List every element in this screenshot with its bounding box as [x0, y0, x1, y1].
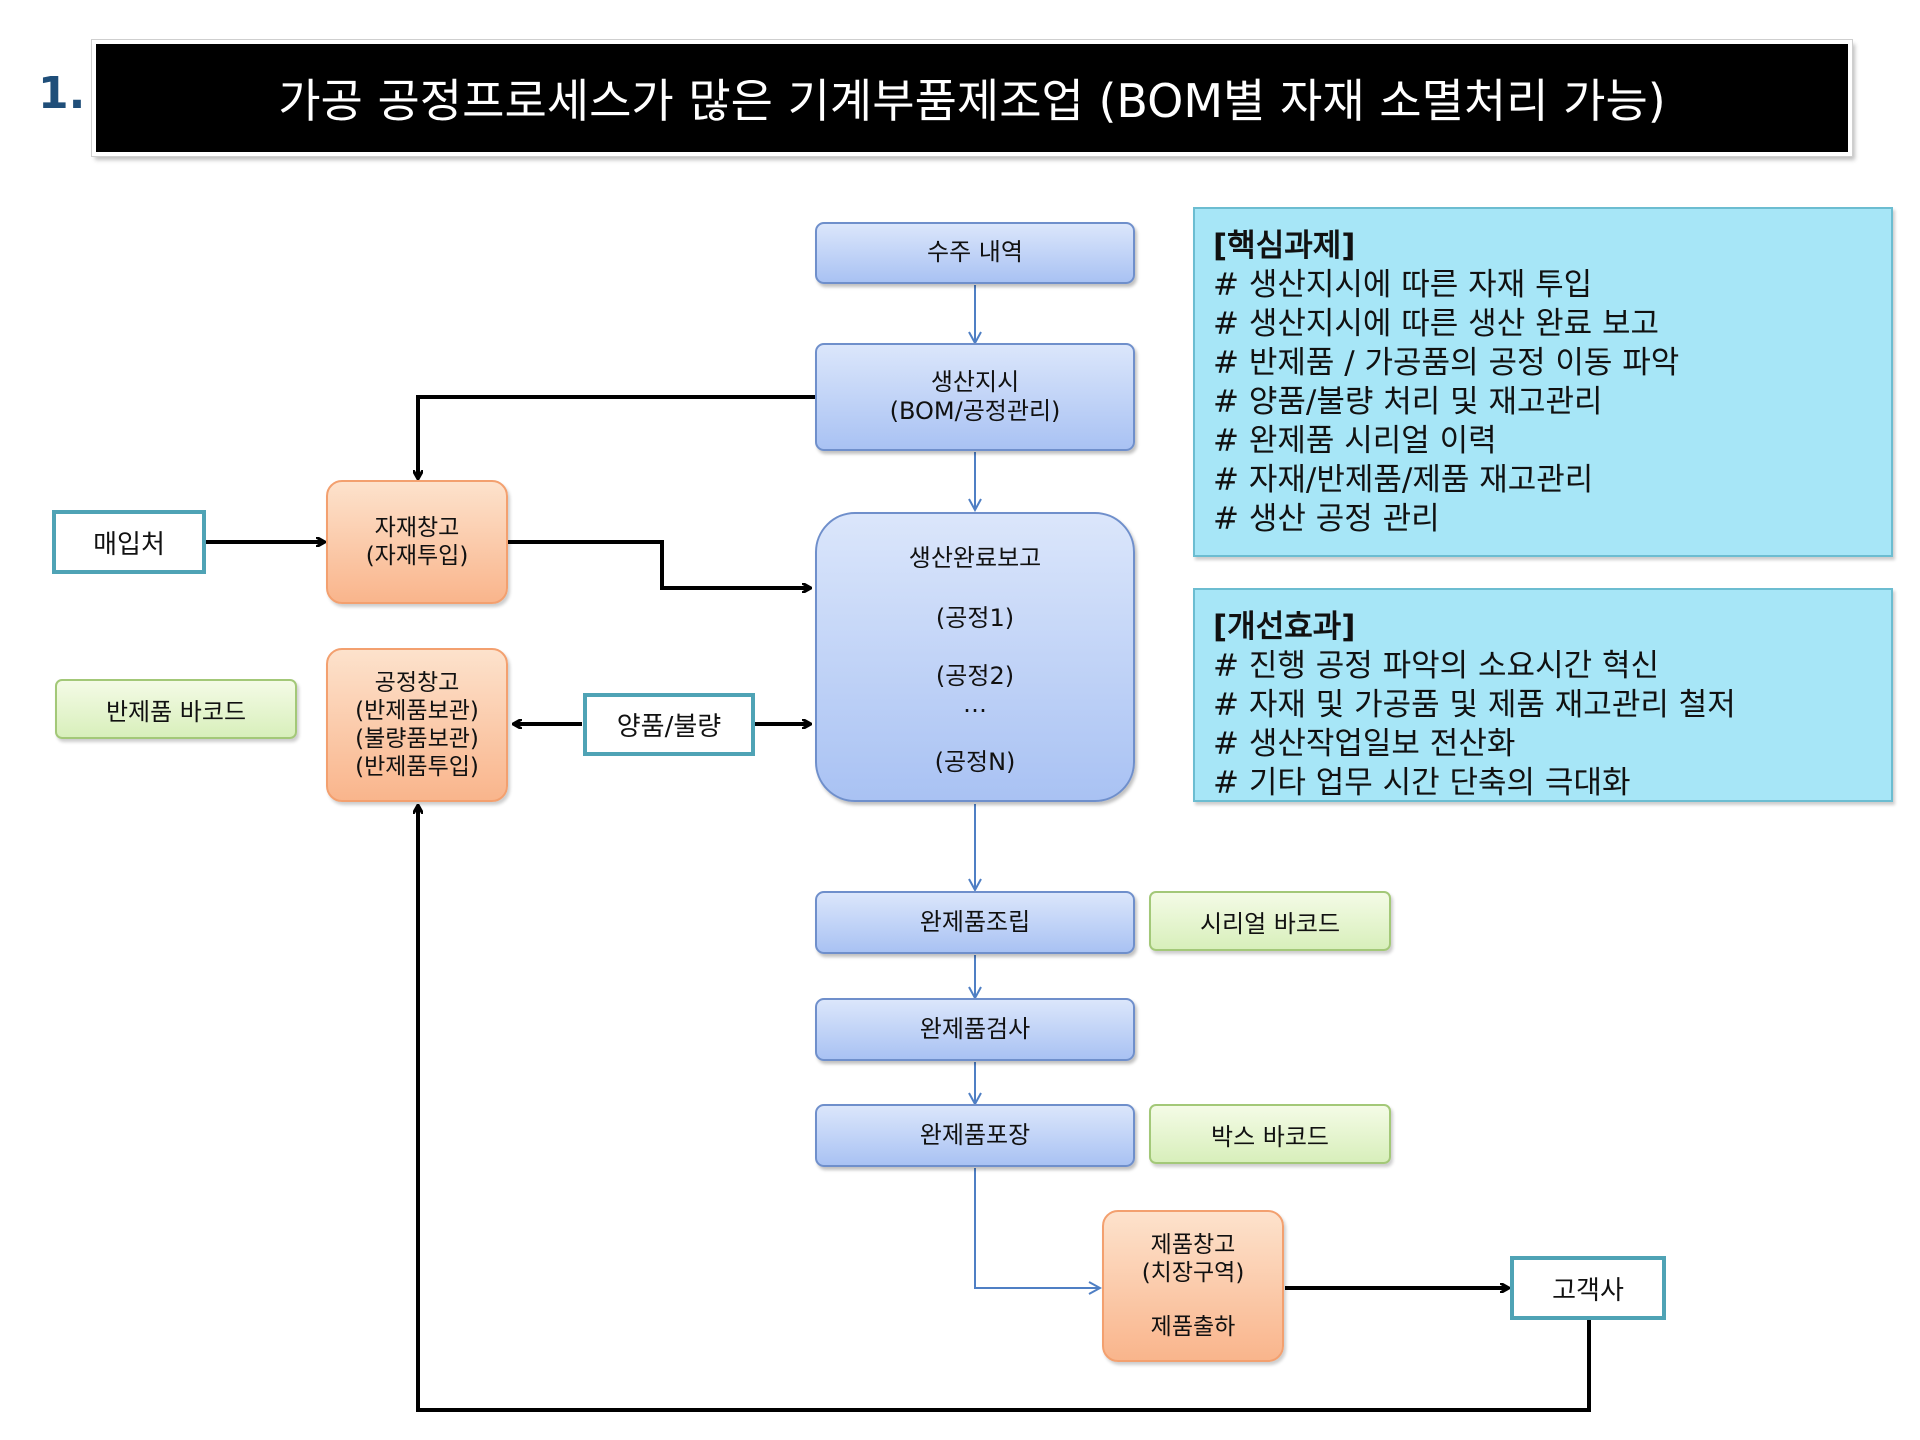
material-warehouse-sub: (자재투입)	[365, 543, 469, 569]
key-task-item: # 생산지시에 따른 자재 투입	[1213, 267, 1593, 304]
inspection-box: 완제품검사	[815, 998, 1135, 1061]
customer-box: 고객사	[1510, 1256, 1666, 1320]
effect-item: # 진행 공정 파악의 소요시간 혁신	[1213, 648, 1660, 685]
key-tasks-title: [핵심과제]	[1213, 228, 1356, 264]
process-step-n: (공정N)	[934, 748, 1016, 776]
product-warehouse-box: 제품창고 (치장구역) 제품출하	[1102, 1210, 1284, 1362]
page-title: 가공 공정프로세스가 많은 기계부품제조업 (BOM별 자재 소멸처리 가능)	[91, 39, 1853, 157]
material-warehouse-box: 자재창고 (자재투입)	[326, 480, 508, 604]
key-task-item: # 자재/반제품/제품 재고관리	[1213, 462, 1594, 499]
completion-report-box: 생산완료보고 (공정1) (공정2) … (공정N)	[815, 512, 1135, 802]
key-task-item: # 완제품 시리얼 이력	[1213, 423, 1497, 460]
production-order-box: 생산지시 (BOM/공정관리)	[815, 343, 1135, 451]
semi-product-barcode: 반제품 바코드	[55, 679, 297, 739]
production-order-sub: (BOM/공정관리)	[889, 397, 1061, 425]
product-warehouse-label: 제품창고	[1150, 1231, 1236, 1258]
good-bad-box: 양품/불량	[583, 693, 755, 756]
arrow-packing-to-product-warehouse	[974, 1168, 1100, 1288]
effects-panel: [개선효과] # 진행 공정 파악의 소요시간 혁신 # 자재 및 가공품 및 …	[1193, 588, 1893, 802]
process-step-ellipsis: …	[963, 690, 987, 718]
arrow-instruction-to-material-warehouse	[418, 395, 815, 478]
process-warehouse-defect: (불량품보관)	[355, 726, 479, 752]
effects-title: [개선효과]	[1213, 609, 1356, 645]
product-warehouse-sub: (치장구역)	[1141, 1259, 1245, 1286]
process-warehouse-input: (반제품투입)	[355, 754, 479, 781]
process-warehouse-box: 공정창고 (반제품보관) (불량품보관) (반제품투입)	[326, 648, 508, 802]
key-task-item: # 생산 공정 관리	[1213, 501, 1440, 538]
completion-report-title: 생산완료보고	[908, 544, 1042, 572]
product-warehouse-shipping: 제품출하	[1150, 1314, 1236, 1341]
packing-box: 완제품포장	[815, 1104, 1135, 1167]
order-box: 수주 내역	[815, 222, 1135, 284]
key-task-item: # 반제품 / 가공품의 공정 이동 파악	[1213, 345, 1680, 382]
supplier-box: 매입처	[52, 510, 206, 574]
effect-item: # 생산작업일보 전산화	[1213, 726, 1516, 763]
key-task-item: # 양품/불량 처리 및 재고관리	[1213, 384, 1603, 421]
process-warehouse-label: 공정창고	[374, 669, 460, 696]
effect-item: # 자재 및 가공품 및 제품 재고관리 철저	[1213, 687, 1736, 724]
production-order-label: 생산지시	[930, 367, 1020, 396]
material-warehouse-label: 자재창고	[374, 514, 460, 541]
process-step-2: (공정2)	[935, 662, 1015, 690]
arrow-material-warehouse-to-report	[508, 540, 810, 588]
assembly-box: 완제품조립	[815, 891, 1135, 954]
effect-item: # 기타 업무 시간 단축의 극대화	[1213, 765, 1631, 802]
process-warehouse-semi: (반제품보관)	[355, 697, 479, 724]
section-number: 1.	[38, 68, 86, 119]
key-task-item: # 생산지시에 따른 생산 완료 보고	[1213, 306, 1660, 343]
box-barcode: 박스 바코드	[1149, 1104, 1391, 1164]
key-tasks-panel: [핵심과제] # 생산지시에 따른 자재 투입 # 생산지시에 따른 생산 완료…	[1193, 207, 1893, 557]
arrow-customer-to-process-warehouse	[418, 806, 1591, 1412]
serial-barcode: 시리얼 바코드	[1149, 891, 1391, 951]
process-step-1: (공정1)	[935, 604, 1015, 632]
